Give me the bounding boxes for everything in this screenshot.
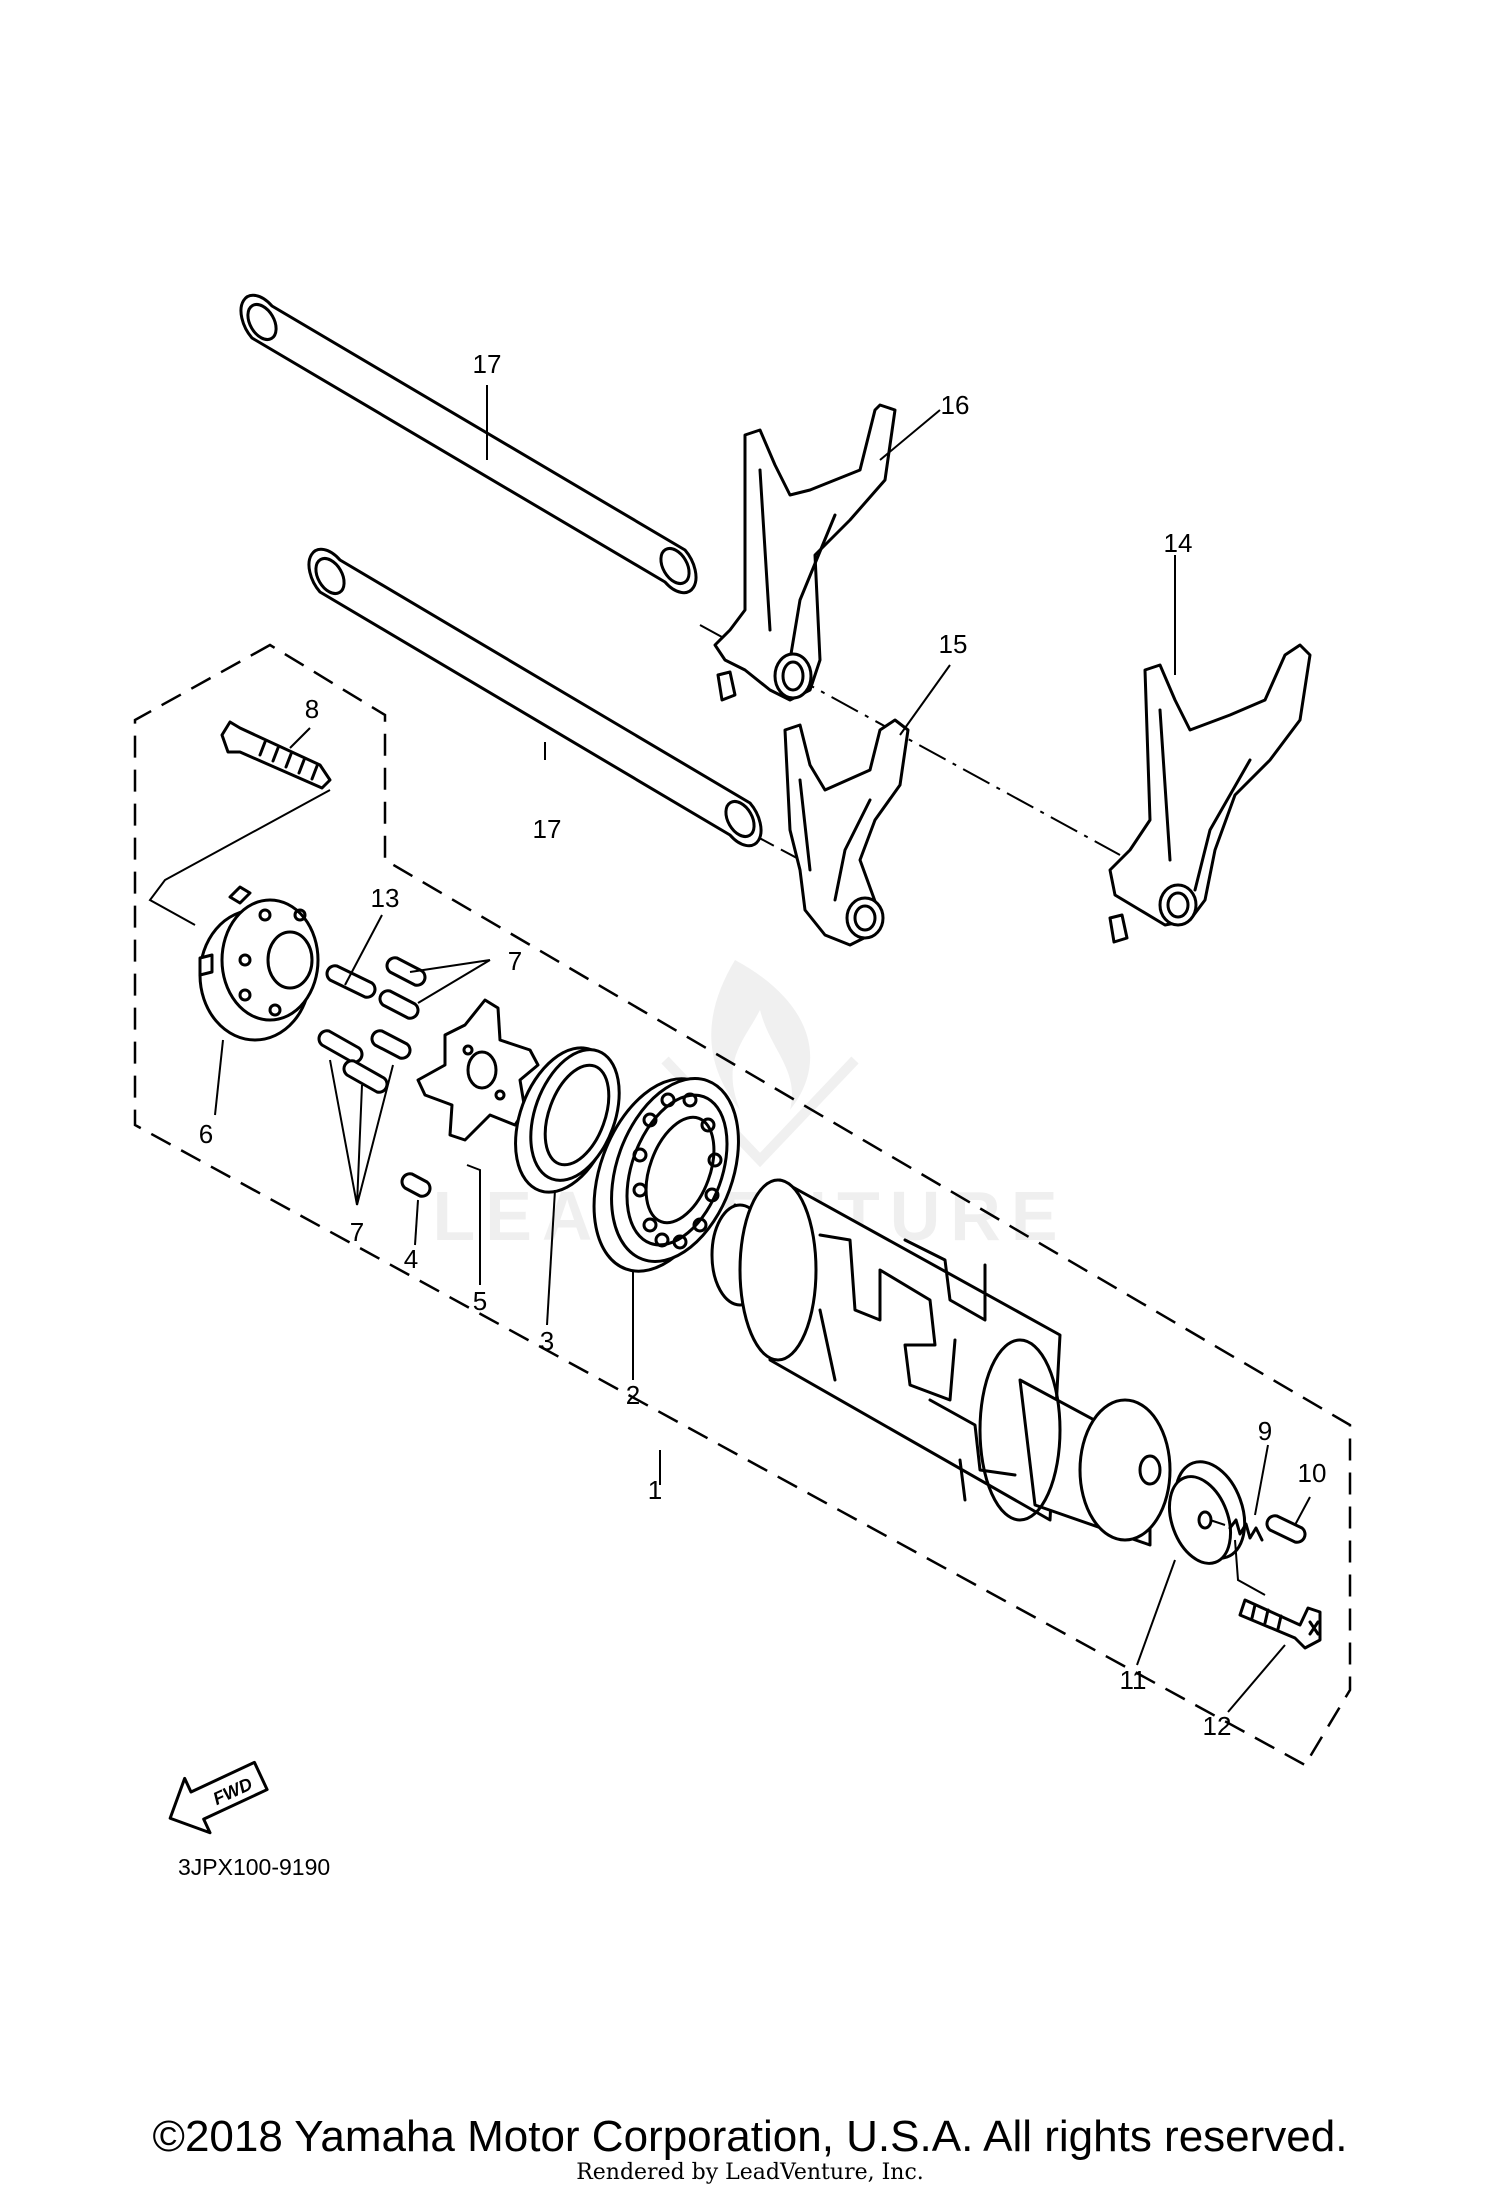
- leader-lines: [214, 385, 1311, 1713]
- callout-7-upper: 7: [508, 946, 522, 976]
- callout-16: 16: [941, 390, 970, 420]
- callout-8: 8: [305, 694, 319, 724]
- assembly-boundary: [133, 643, 1352, 1767]
- shift-fork-rod-lower: [307, 547, 763, 848]
- callout-7-lower: 7: [350, 1217, 364, 1247]
- plate-11-leader-path: [1209, 1519, 1266, 1596]
- callout-15: 15: [939, 629, 968, 659]
- plunger-10: [1265, 1514, 1307, 1544]
- star-cam-5: [416, 998, 540, 1142]
- shift-drum-segment-6: [198, 885, 320, 1042]
- callout-4: 4: [404, 1244, 418, 1274]
- callout-6: 6: [199, 1119, 213, 1149]
- spring-9: [1228, 1518, 1264, 1542]
- callout-2: 2: [626, 1380, 640, 1410]
- callouts: 17 16 14 15 8 17 13 7 6 7 4 5 3 2 1 9 10…: [199, 349, 1327, 1741]
- callout-17-lower: 17: [533, 814, 562, 844]
- pins-7: [317, 1029, 432, 1198]
- washer-3: [514, 1046, 621, 1194]
- bolt-8-leader-path: [148, 789, 331, 926]
- shift-fork-rod-upper: [239, 293, 698, 595]
- callout-12: 12: [1203, 1711, 1232, 1741]
- bearing-2: [592, 1077, 740, 1273]
- plate-11: [1168, 1460, 1247, 1565]
- callout-3: 3: [540, 1326, 554, 1356]
- callout-10: 10: [1298, 1458, 1327, 1488]
- shift-fork-16: [713, 403, 897, 702]
- callout-14: 14: [1164, 528, 1193, 558]
- rendered-by-notice: Rendered by LeadVenture, Inc.: [576, 2160, 924, 2185]
- callout-17-upper: 17: [473, 349, 502, 379]
- callout-5: 5: [473, 1286, 487, 1316]
- callout-1: 1: [648, 1475, 662, 1505]
- callout-9: 9: [1258, 1416, 1272, 1446]
- copyright-notice: ©2018 Yamaha Motor Corporation, U.S.A. A…: [152, 2112, 1348, 2161]
- callout-13: 13: [371, 883, 400, 913]
- shift-drum-1: [710, 1178, 1172, 1547]
- shift-fork-15: [783, 718, 910, 947]
- shift-fork-14: [1108, 643, 1312, 944]
- fwd-arrow-icon: FWD: [168, 1760, 269, 1835]
- bolt-8: [220, 720, 332, 790]
- pins-13: [325, 956, 427, 1020]
- part-code: 3JPX100-9190: [178, 1854, 330, 1880]
- screw-12: [1238, 1598, 1322, 1650]
- callout-11: 11: [1120, 1665, 1147, 1695]
